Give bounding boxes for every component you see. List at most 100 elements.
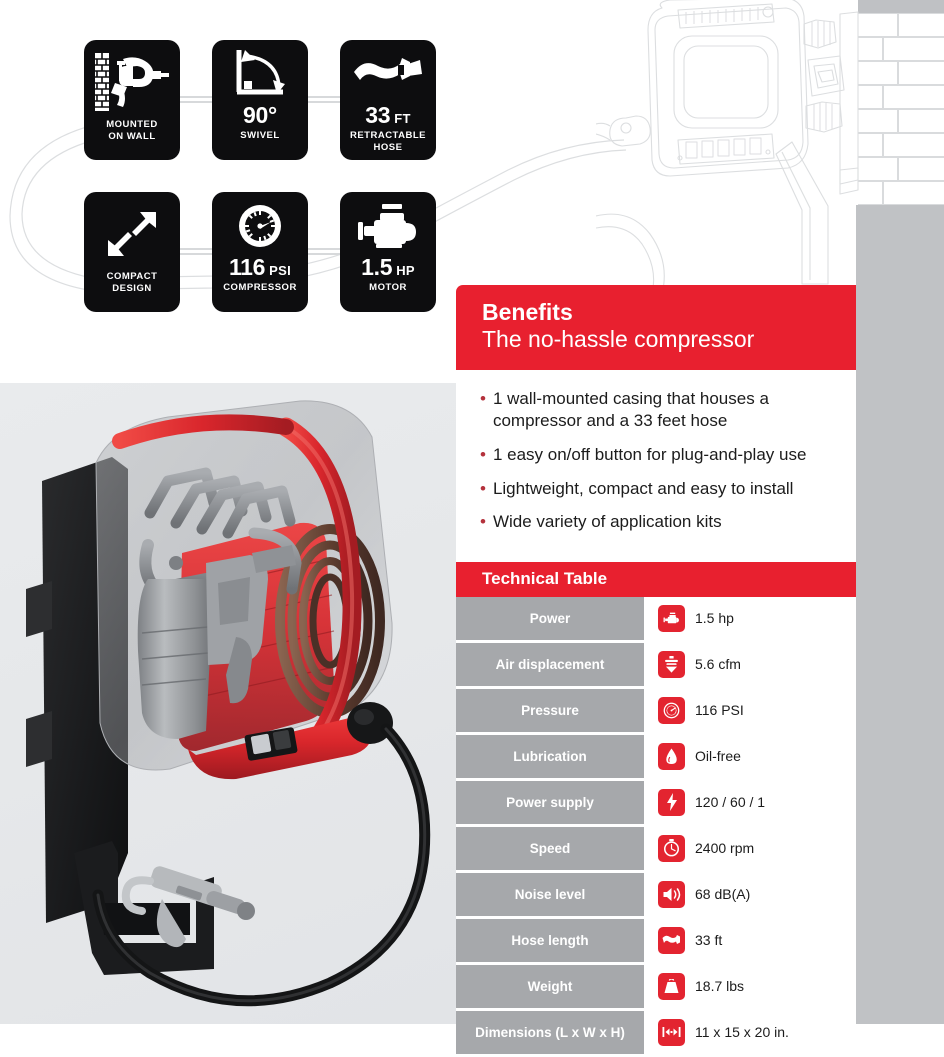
badge-value: 1.5 HP xyxy=(361,254,415,280)
badge-caption: COMPRESSOR xyxy=(223,282,297,293)
row-label: Weight xyxy=(456,964,644,1008)
table-row: Power 1.5 hp xyxy=(456,596,856,640)
row-value-cell: 33 ft xyxy=(644,919,856,962)
oil-drop-icon xyxy=(658,742,685,770)
motor-icon xyxy=(658,604,685,632)
stopwatch-icon xyxy=(658,834,685,862)
row-value-cell: 68 dB(A) xyxy=(644,873,856,916)
table-row: Weight 18.7 lbs xyxy=(456,964,856,1008)
row-label: Speed xyxy=(456,826,644,870)
lightning-bolt-icon xyxy=(658,788,685,816)
badge-swivel[interactable]: 90° SWIVEL xyxy=(212,40,308,160)
badge-compressor[interactable]: 116 PSI COMPRESSOR xyxy=(212,192,308,312)
badge-connector xyxy=(308,248,340,255)
row-value: 18.7 lbs xyxy=(695,978,745,995)
right-gray-column xyxy=(856,205,944,1024)
row-value-cell: 11 x 15 x 20 in. xyxy=(644,1011,856,1054)
product-photo-panel xyxy=(0,383,456,1024)
bullet-icon: • xyxy=(480,478,486,498)
dimensions-arrows-icon xyxy=(658,1018,685,1046)
technical-table-header: Technical Table xyxy=(456,561,856,597)
angle-arrow-icon xyxy=(212,40,308,102)
table-row: Dimensions (L x W x H) 11 x 15 x 20 in. xyxy=(456,1010,856,1054)
list-item-text: 1 wall-mounted casing that houses a comp… xyxy=(492,388,769,431)
badge-value: 33 FT xyxy=(365,102,411,128)
row-value: 1.5 hp xyxy=(695,610,734,627)
benefits-list: • 1 wall-mounted casing that houses a co… xyxy=(456,369,856,550)
brick-wall-pattern xyxy=(858,13,944,205)
row-label: Hose length xyxy=(456,918,644,962)
hose-icon xyxy=(658,926,685,954)
row-value: Oil-free xyxy=(695,748,741,765)
table-row: Noise level 68 dB(A) xyxy=(456,872,856,916)
benefits-subtitle: The no-hassle compressor xyxy=(482,326,755,353)
badge-motor[interactable]: 1.5 HP MOTOR xyxy=(340,192,436,312)
table-row: Hose length 33 ft xyxy=(456,918,856,962)
compress-arrows-icon xyxy=(84,192,180,266)
benefits-title: Benefits xyxy=(482,299,573,325)
table-row: Air displacement 5.6 cfm xyxy=(456,642,856,686)
list-item: • Wide variety of application kits xyxy=(480,511,834,534)
electric-motor-icon xyxy=(340,192,436,254)
technical-table: Power 1.5 hp Air displacement xyxy=(456,596,856,1054)
row-value: 68 dB(A) xyxy=(695,886,751,903)
air-flow-icon xyxy=(658,650,685,678)
table-row: Pressure 116 PSI xyxy=(456,688,856,732)
badge-connector xyxy=(180,248,212,255)
bullet-icon: • xyxy=(480,512,486,532)
list-item: • 1 wall-mounted casing that houses a co… xyxy=(480,388,834,433)
list-item-text: Lightweight, compact and easy to install xyxy=(492,478,794,498)
badge-connector xyxy=(180,96,212,103)
row-value: 33 ft xyxy=(695,932,723,949)
row-value-cell: 2400 rpm xyxy=(644,827,856,870)
row-label: Pressure xyxy=(456,688,644,732)
nailer-on-brick-wall-icon xyxy=(84,40,180,114)
list-item: • Lightweight, compact and easy to insta… xyxy=(480,478,834,501)
row-value-cell: 18.7 lbs xyxy=(644,965,856,1008)
list-item: • 1 easy on/off button for plug-and-play… xyxy=(480,444,834,467)
bullet-icon: • xyxy=(480,444,486,464)
row-value-cell: 116 PSI xyxy=(644,689,856,732)
row-value-cell: 1.5 hp xyxy=(644,597,856,640)
row-label: Power supply xyxy=(456,780,644,824)
row-label: Noise level xyxy=(456,872,644,916)
row-label: Air displacement xyxy=(456,642,644,686)
speaker-icon xyxy=(658,880,685,908)
row-value: 5.6 cfm xyxy=(695,656,741,673)
info-panel: Benefits The no-hassle compressor • 1 wa… xyxy=(456,285,856,1057)
badge-caption: SWIVEL xyxy=(240,130,280,141)
row-value: 120 / 60 / 1 xyxy=(695,794,766,811)
bullet-icon: • xyxy=(480,388,486,408)
row-value: 11 x 15 x 20 in. xyxy=(695,1024,789,1041)
table-row: Lubrication Oil-free xyxy=(456,734,856,778)
badge-caption: MOTOR xyxy=(369,282,407,293)
row-label: Power xyxy=(456,596,644,640)
row-value-cell: Oil-free xyxy=(644,735,856,778)
pressure-gauge-icon xyxy=(212,192,308,254)
row-label: Lubrication xyxy=(456,734,644,778)
row-value-cell: 120 / 60 / 1 xyxy=(644,781,856,824)
hose-nozzle-icon xyxy=(340,40,436,102)
list-item-text: 1 easy on/off button for plug-and-play u… xyxy=(492,444,807,464)
wall-top-shadow xyxy=(858,0,944,13)
table-row: Speed 2400 rpm xyxy=(456,826,856,870)
table-row: Power supply 120 / 60 / 1 xyxy=(456,780,856,824)
badge-value: 90° xyxy=(243,102,277,128)
product-photo-artwork xyxy=(26,400,431,1007)
row-value-cell: 5.6 cfm xyxy=(644,643,856,686)
row-value: 116 PSI xyxy=(695,702,744,719)
wall-unit-line-drawing xyxy=(596,0,859,294)
weight-icon xyxy=(658,972,685,1000)
row-value: 2400 rpm xyxy=(695,840,755,857)
row-label: Dimensions (L x W x H) xyxy=(456,1010,644,1054)
badge-connector xyxy=(308,96,340,103)
list-item-text: Wide variety of application kits xyxy=(492,512,722,532)
gauge-icon xyxy=(658,696,685,724)
